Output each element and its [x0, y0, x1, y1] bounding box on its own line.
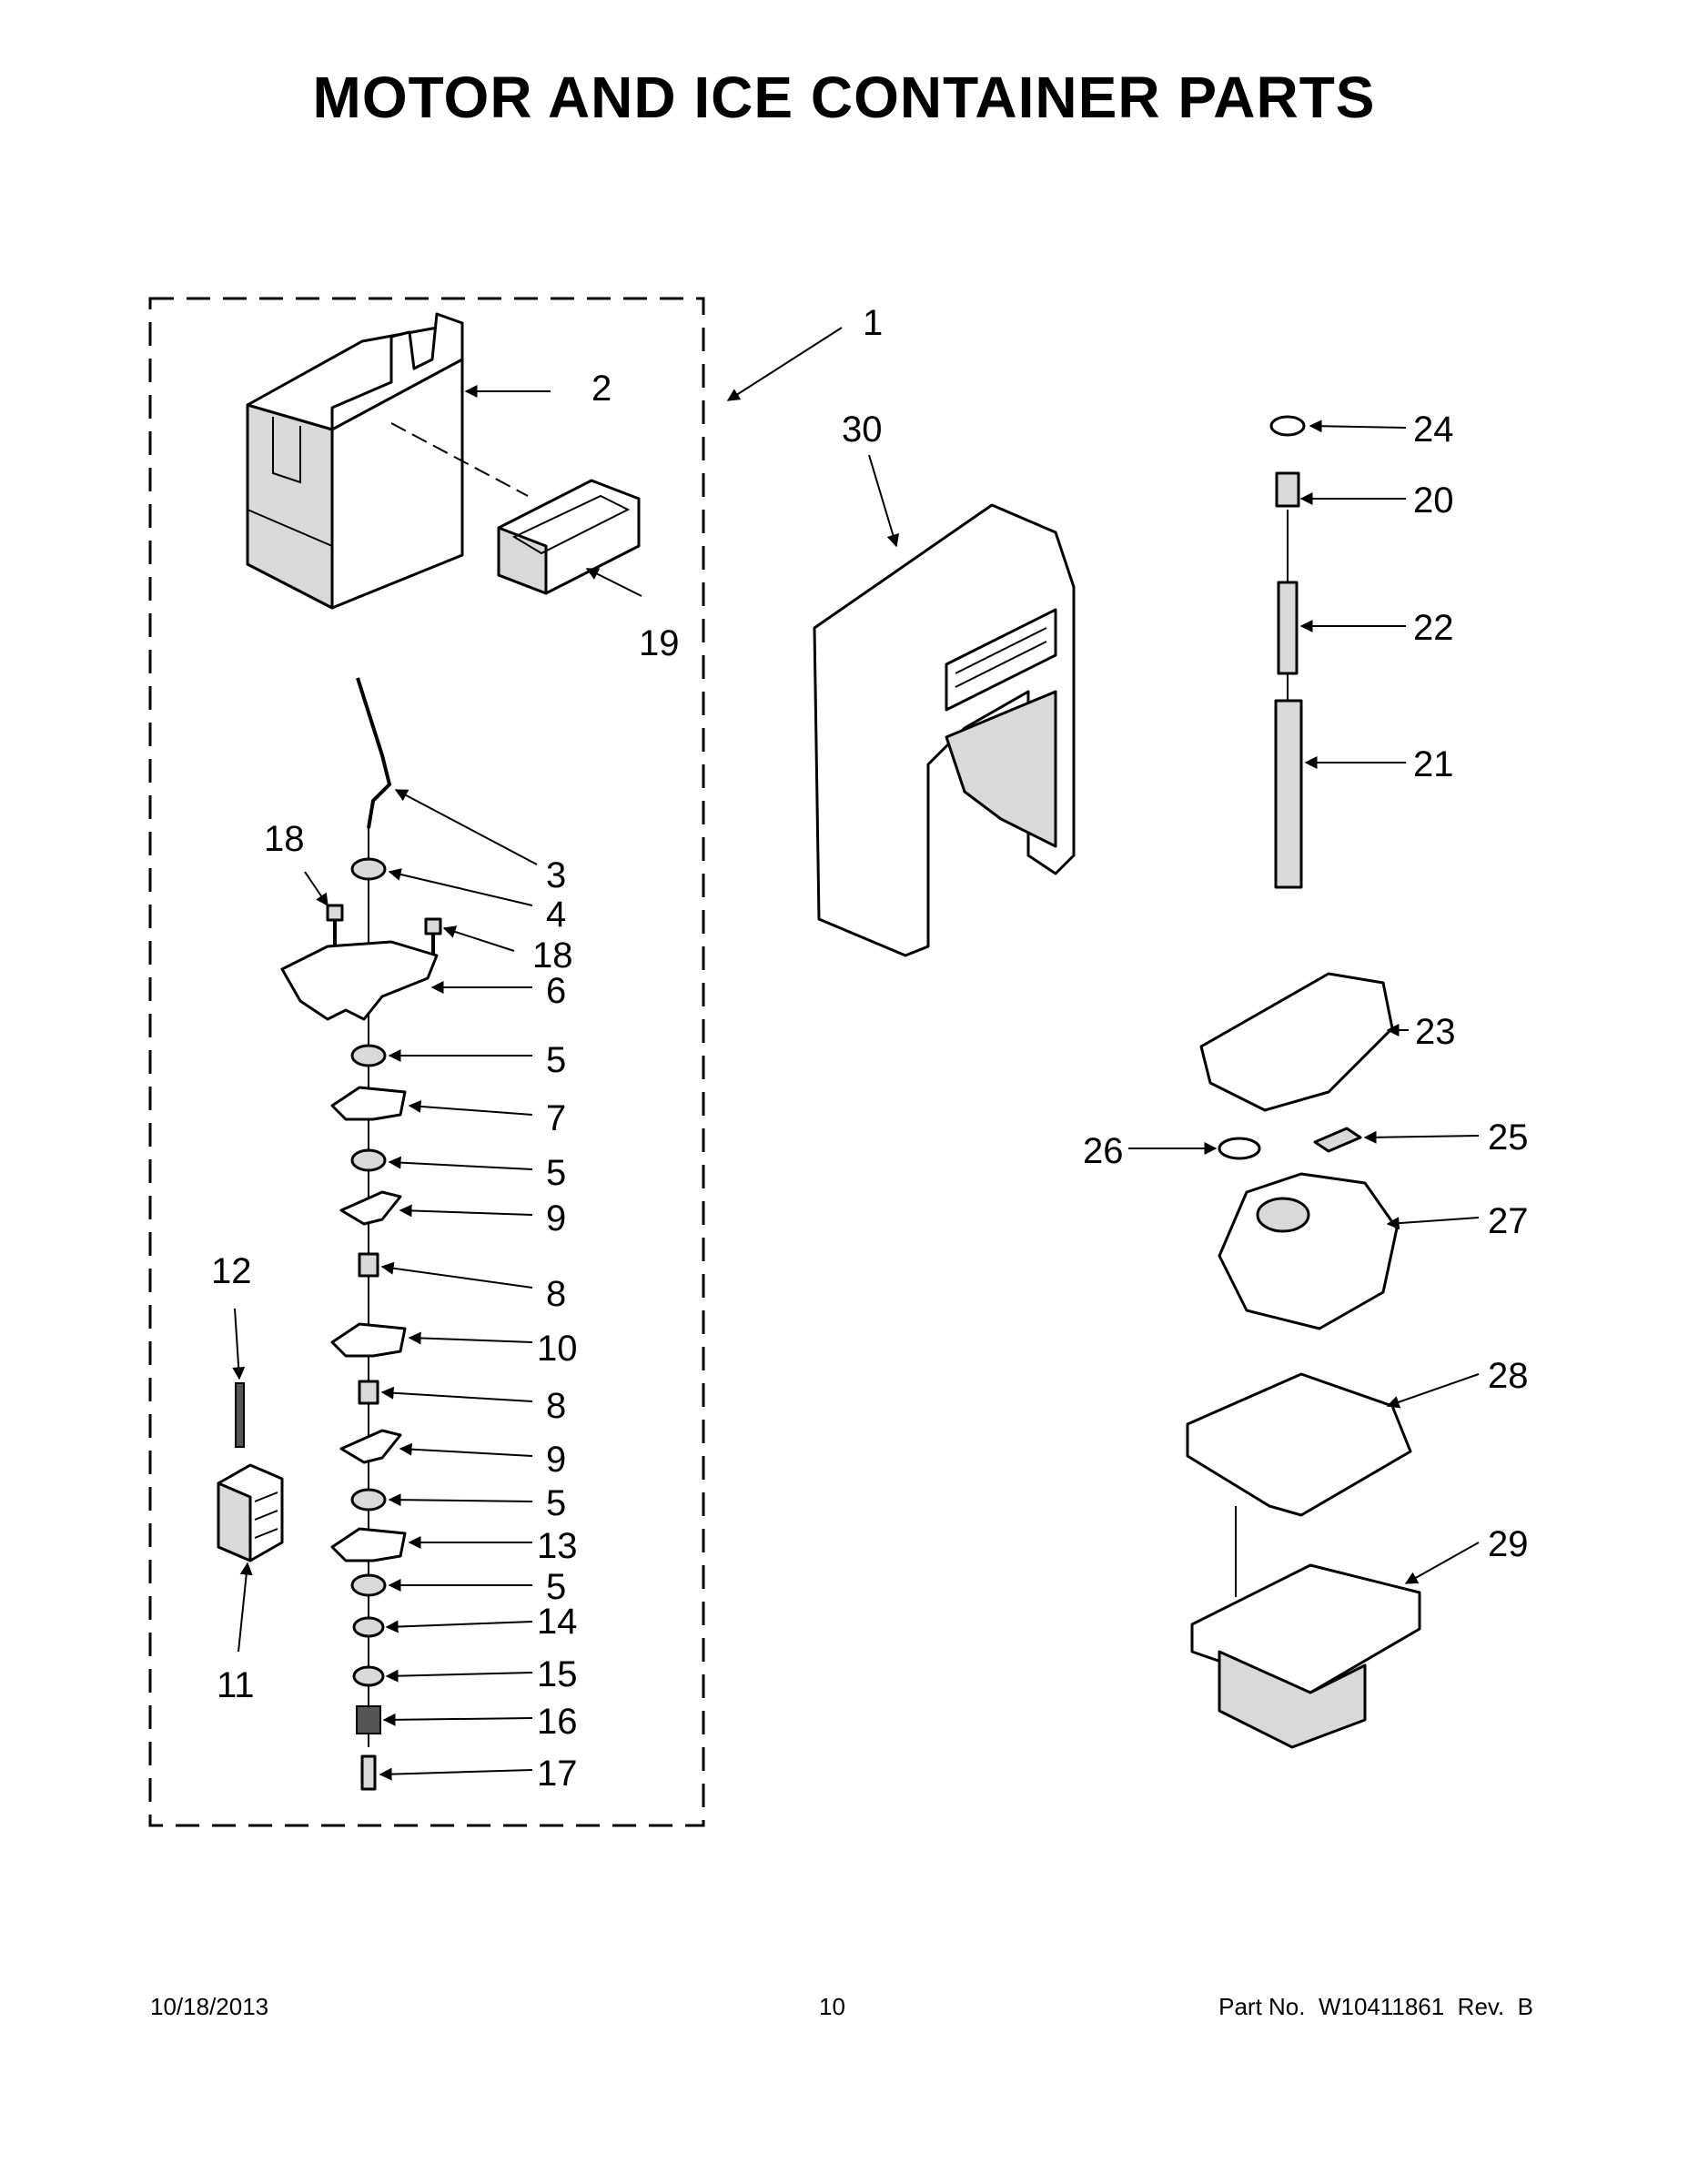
callout-24: 24: [1413, 410, 1454, 450]
part-30-housing: [813, 503, 1076, 957]
callout-20: 20: [1413, 480, 1454, 521]
callout-3: 3: [546, 855, 566, 895]
part-7-blade: [330, 1086, 407, 1121]
part-18-screw-right: [424, 917, 442, 956]
part-28-gasket: [1186, 1372, 1412, 1517]
part-27-motor: [1218, 1172, 1399, 1330]
part-18-screw-left: [326, 904, 344, 946]
part-13-blade: [330, 1527, 407, 1562]
part-10-blade: [330, 1322, 407, 1358]
part-19-bracket: [497, 479, 641, 595]
callout-13: 13: [537, 1526, 578, 1566]
part-5-washer-b: [350, 1148, 387, 1172]
callout-14: 14: [537, 1602, 578, 1642]
callout-5-c: 5: [546, 1483, 566, 1523]
callout-30: 30: [842, 410, 883, 450]
part-4-washer: [350, 857, 387, 881]
part-6-plate: [280, 940, 439, 1021]
callout-5-d: 5: [546, 1567, 566, 1607]
callout-27: 27: [1488, 1201, 1529, 1241]
footer-date: 10/18/2013: [150, 1993, 269, 2020]
part-9-blade-b: [339, 1429, 402, 1464]
assembly-dashed-box: [148, 297, 705, 1827]
part-16-nut: [356, 1705, 381, 1734]
callout-18-left: 18: [264, 819, 305, 859]
part-25-seal: [1313, 1127, 1362, 1153]
callout-23: 23: [1415, 1012, 1456, 1052]
part-5-washer-a: [350, 1044, 387, 1067]
part-29-base: [1190, 1563, 1421, 1749]
part-5-washer-c: [350, 1488, 387, 1512]
leader-lines: [232, 327, 1480, 1781]
part-23-cover: [1199, 972, 1394, 1112]
part-17-screw: [360, 1754, 377, 1791]
callout-19: 19: [639, 623, 680, 663]
part-14-washer: [352, 1616, 385, 1638]
part-15-washer: [352, 1665, 385, 1687]
part-26-washer: [1218, 1137, 1261, 1160]
part-24-washer: [1269, 415, 1306, 437]
part-2-bucket-liner: [246, 312, 464, 610]
part-12-pin: [235, 1382, 245, 1448]
callout-5-a: 5: [546, 1040, 566, 1080]
callout-5-b: 5: [546, 1153, 566, 1193]
part-11-block: [217, 1463, 284, 1562]
part-8-spacer-b: [358, 1380, 379, 1405]
callout-6: 6: [546, 971, 566, 1011]
callout-8-a: 8: [546, 1274, 566, 1314]
callout-18-right: 18: [532, 935, 573, 976]
part-9-blade-a: [339, 1190, 402, 1226]
callout-1: 1: [863, 303, 883, 343]
callout-7: 7: [546, 1098, 566, 1138]
page-title: MOTOR AND ICE CONTAINER PARTS: [312, 65, 1376, 130]
part-5-washer-d: [350, 1573, 387, 1597]
callout-16: 16: [537, 1702, 578, 1742]
part-22-spring: [1277, 581, 1299, 675]
callout-28: 28: [1488, 1356, 1529, 1396]
callout-26: 26: [1083, 1131, 1124, 1171]
part-8-spacer-a: [358, 1252, 379, 1278]
callout-25: 25: [1488, 1117, 1529, 1158]
callout-22: 22: [1413, 608, 1454, 648]
part-21-shaft: [1274, 699, 1303, 889]
callout-10: 10: [537, 1329, 578, 1369]
callout-8-b: 8: [546, 1386, 566, 1426]
callout-21: 21: [1413, 744, 1454, 784]
footer-page-number: 10: [819, 1993, 845, 2020]
part-3-wire: [356, 677, 392, 829]
callout-29: 29: [1488, 1524, 1529, 1564]
footer-part-number: Part No. W10411861 Rev. B: [1218, 1993, 1533, 2020]
callout-15: 15: [537, 1654, 578, 1694]
part-20-coupler: [1275, 471, 1300, 508]
callout-11: 11: [217, 1665, 255, 1705]
callout-2: 2: [591, 369, 612, 409]
callout-9-a: 9: [546, 1198, 566, 1239]
callout-12: 12: [211, 1251, 252, 1291]
callout-labels: 1 2 19 30 24 20 22 21 3 4 18 18 6 5 7 5 …: [211, 303, 1529, 1794]
callout-4: 4: [546, 895, 566, 935]
callout-17: 17: [537, 1754, 578, 1794]
callout-9-b: 9: [546, 1440, 566, 1480]
